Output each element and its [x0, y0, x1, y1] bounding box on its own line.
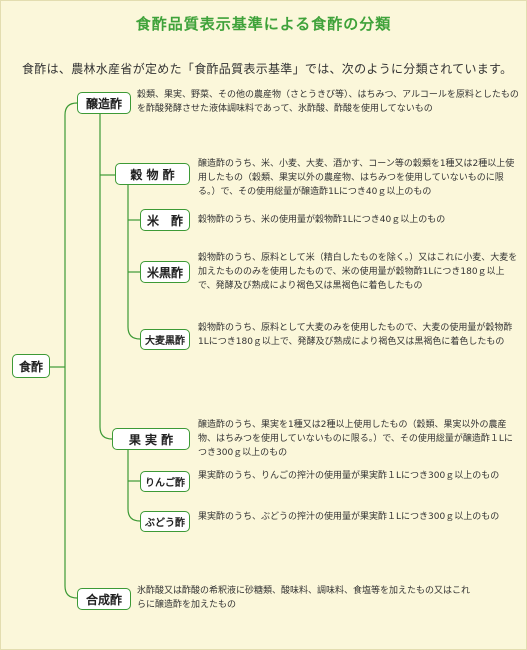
desc-budo: 果実酢のうち、ぶどうの搾汁の使用量が果実酢１Lにつき300ｇ以上のもの	[198, 512, 500, 522]
node-jozo-label: 醸造酢	[85, 96, 122, 111]
node-kokumotsu-label: 穀 物 酢	[130, 167, 175, 182]
desc-gosei: 氷酢酸又は酢酸の希釈液に砂糖類、酸味料、調味料、食塩等を加えたもの又はこれらに醸…	[137, 586, 471, 610]
node-root-shokusu: 食酢	[12, 354, 50, 378]
node-gosei: 合成酢	[77, 588, 131, 610]
page-title: 食酢品質表示基準による食酢の分類	[135, 15, 392, 33]
node-omugikuro: 大麦黒酢	[140, 329, 190, 350]
intro-text: 食酢は、農林水産省が定めた「食酢品質表示基準」では、次のように分類されています。	[22, 62, 513, 76]
desc-kokumotsu: 醸造酢のうち、米、小麦、大麦、酒かす、コーン等の穀類を1種又は2種以上使用したも…	[198, 159, 515, 197]
desc-komekuro: 穀物酢のうち、原料として米（精白したものを除く。）又はこれに小麦、大麦を加えたも…	[198, 253, 518, 291]
node-ringo: りんご酢	[140, 471, 190, 492]
desc-jozo: 穀類、果実、野菜、その他の農産物（さとうきび等）、はちみつ、アルコールを原料とし…	[137, 90, 519, 114]
node-kajitsu-label: 果 実 酢	[128, 432, 174, 447]
node-kome: 米 酢	[140, 209, 190, 231]
node-kokumotsu: 穀 物 酢	[115, 163, 190, 185]
node-jozo: 醸造酢	[77, 92, 131, 114]
desc-kajitsu: 醸造酢のうち、果実を1種又は2種以上使用したもの（穀類、果実以外の農産物、はちみ…	[198, 420, 513, 458]
node-gosei-label: 合成酢	[85, 592, 122, 607]
node-komekuro-label: 米黒酢	[146, 265, 183, 280]
node-budo-label: ぶどう酢	[145, 518, 185, 529]
desc-ringo: 果実酢のうち、りんごの搾汁の使用量が果実酢１Lにつき300ｇ以上のもの	[198, 471, 500, 481]
node-kome-label: 米 酢	[146, 213, 183, 228]
desc-kome: 穀物酢のうち、米の使用量が穀物酢1Lにつき40ｇ以上のもの	[198, 215, 446, 225]
desc-omugikuro: 穀物酢のうち、原料として大麦のみを使用したもので、大麦の使用量が穀物酢1Lにつき…	[198, 323, 513, 347]
node-omugikuro-label: 大麦黒酢	[145, 336, 185, 347]
node-komekuro: 米黒酢	[140, 261, 190, 283]
node-budo: ぶどう酢	[140, 511, 190, 532]
node-ringo-label: りんご酢	[145, 478, 185, 489]
node-kajitsu: 果 実 酢	[112, 428, 190, 450]
node-root-label: 食酢	[18, 359, 43, 374]
